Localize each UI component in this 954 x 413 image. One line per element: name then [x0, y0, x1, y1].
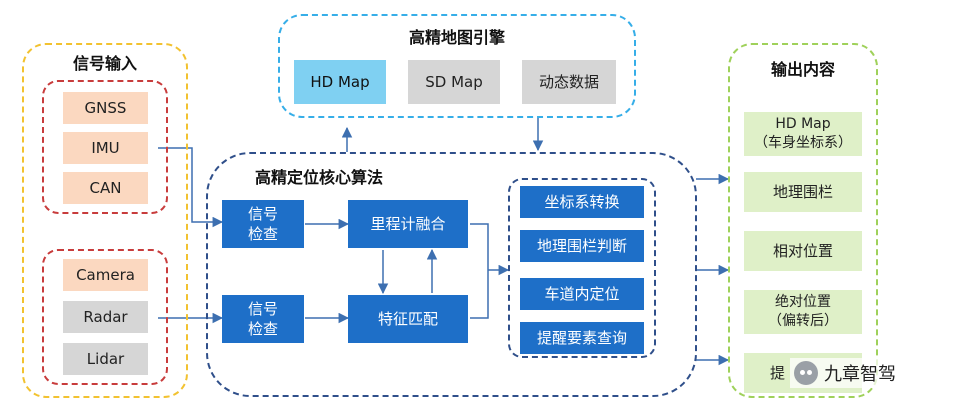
- motion-sensor-group: [42, 80, 168, 214]
- camera-box: Camera: [63, 259, 148, 291]
- radar-box: Radar: [63, 301, 148, 333]
- output-group-title: 输出内容: [770, 60, 835, 79]
- output-geofence-box: 地理围栏: [744, 172, 862, 212]
- output-relative-position-box: 相对位置: [744, 231, 862, 271]
- in-lane-localization-box: 车道内定位: [520, 278, 644, 310]
- function-group: [508, 178, 656, 358]
- sd-map-box: SD Map: [408, 60, 500, 104]
- signal-check-box-1: 信号 检查: [222, 200, 304, 248]
- can-box: CAN: [63, 172, 148, 204]
- output-hd-map-box: HD Map （车身坐标系）: [744, 112, 862, 156]
- coordinate-transform-box: 坐标系转换: [520, 186, 644, 218]
- wechat-icon: [794, 361, 818, 385]
- core-algorithm-group: [206, 152, 697, 397]
- map-engine-title: 高精地图引擎: [408, 28, 505, 47]
- watermark-logo: 九章智驾: [790, 358, 900, 388]
- perception-sensor-group: [42, 249, 168, 385]
- geofence-judgement-box: 地理围栏判断: [520, 230, 644, 262]
- watermark-text: 九章智驾: [824, 364, 896, 385]
- reminder-element-query-box: 提醒要素查询: [520, 322, 644, 354]
- imu-box: IMU: [63, 132, 148, 164]
- arrow-to-functions: [470, 223, 508, 319]
- input-group-title: 信号输入: [72, 54, 137, 73]
- core-algorithm-title: 高精定位核心算法: [255, 168, 384, 187]
- output-absolute-position-box: 绝对位置 （偏转后）: [744, 290, 862, 334]
- gnss-box: GNSS: [63, 92, 148, 124]
- input-group: [22, 43, 188, 398]
- lidar-box: Lidar: [63, 343, 148, 375]
- output-group: [728, 43, 878, 398]
- signal-check-box-2: 信号 检查: [222, 295, 304, 343]
- feature-matching-box: 特征匹配: [348, 295, 468, 343]
- map-engine-group: [278, 14, 636, 118]
- odometry-fusion-box: 里程计融合: [348, 200, 468, 248]
- hd-map-box: HD Map: [294, 60, 386, 104]
- dynamic-data-box: 动态数据: [522, 60, 616, 104]
